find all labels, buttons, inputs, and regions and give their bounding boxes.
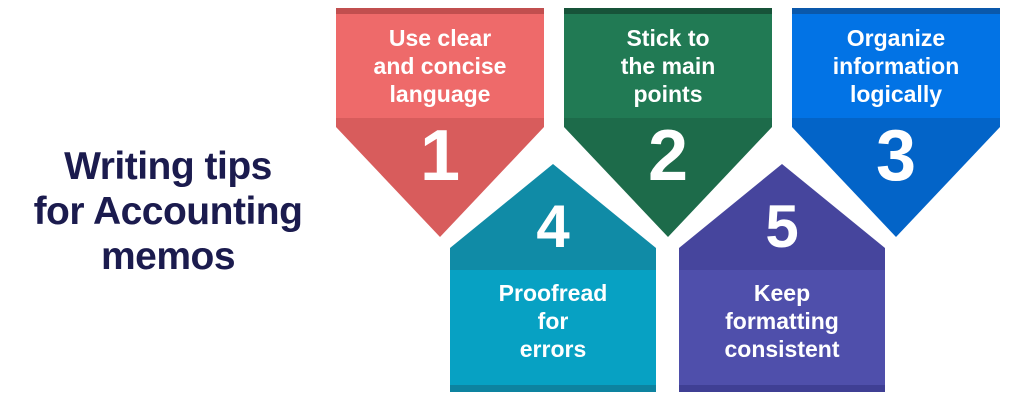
tip-4-label-line-1: Proofread xyxy=(498,280,608,306)
tip-4-body-section xyxy=(450,270,656,385)
tip-3-number: 3 xyxy=(792,112,1000,200)
tip-2-body-section xyxy=(564,14,772,118)
title-line-1: Writing tips xyxy=(64,144,272,188)
tip-5-pentagon xyxy=(679,164,885,392)
tip-3-label-line-1: Organize xyxy=(846,25,946,51)
tip-2-label-line-2: the main xyxy=(620,53,716,79)
tip-4-label: Proofread for errors xyxy=(450,266,656,376)
tip-2-label-line-1: Stick to xyxy=(626,25,710,51)
tip-4-number-text: 4 xyxy=(536,193,570,260)
tip-4-label-line-3: errors xyxy=(519,336,587,362)
tip-3-number-text: 3 xyxy=(875,116,917,196)
tip-1-pentagon xyxy=(329,1,551,248)
tip-2-edge-strip xyxy=(564,8,772,14)
tip-1-label-line-2: and concise xyxy=(373,53,507,79)
tip-2-label-line-3: points xyxy=(633,81,703,107)
tip-2-number: 2 xyxy=(564,112,772,200)
tip-5-label-line-3: consistent xyxy=(724,336,840,362)
tip-5-number-text: 5 xyxy=(765,193,799,260)
tip-3-pentagon xyxy=(785,1,1007,248)
tip-1-label-line-3: language xyxy=(389,81,491,107)
tip-5-body-section xyxy=(679,270,885,385)
tip-1-label: Use clear and concise language xyxy=(336,14,544,118)
tip-3-label-line-3: logically xyxy=(849,81,943,107)
tip-2-label: Stick to the main points xyxy=(564,14,772,118)
tip-5-label-line-1: Keep xyxy=(753,280,811,306)
tip-1-edge-strip xyxy=(336,8,544,14)
tip-1-body-section xyxy=(336,14,544,118)
tip-3-edge-strip xyxy=(792,8,1000,14)
tip-1-label-line-1: Use clear xyxy=(388,25,492,51)
tip-4-number: 4 xyxy=(450,180,656,274)
title-line-2: for Accounting xyxy=(33,189,303,233)
tip-2-number-text: 2 xyxy=(647,116,689,196)
title-line-3: memos xyxy=(100,234,236,278)
tip-2-pentagon xyxy=(557,1,779,248)
tip-5-number: 5 xyxy=(679,180,885,274)
tip-5-label-line-2: formatting xyxy=(725,308,839,334)
tip-5-edge-strip xyxy=(679,385,885,392)
page-title: Writing tips for Accounting memos xyxy=(0,0,336,400)
tip-3-body-section xyxy=(792,14,1000,118)
tip-1-number-text: 1 xyxy=(419,116,461,196)
tip-3-label-line-2: information xyxy=(832,53,960,79)
tip-1-number: 1 xyxy=(336,112,544,200)
tip-4-pentagon xyxy=(450,164,656,392)
tip-4-label-line-2: for xyxy=(537,308,569,334)
tip-3-label: Organize information logically xyxy=(792,14,1000,118)
tip-5-label: Keep formatting consistent xyxy=(679,266,885,376)
tip-4-edge-strip xyxy=(450,385,656,392)
